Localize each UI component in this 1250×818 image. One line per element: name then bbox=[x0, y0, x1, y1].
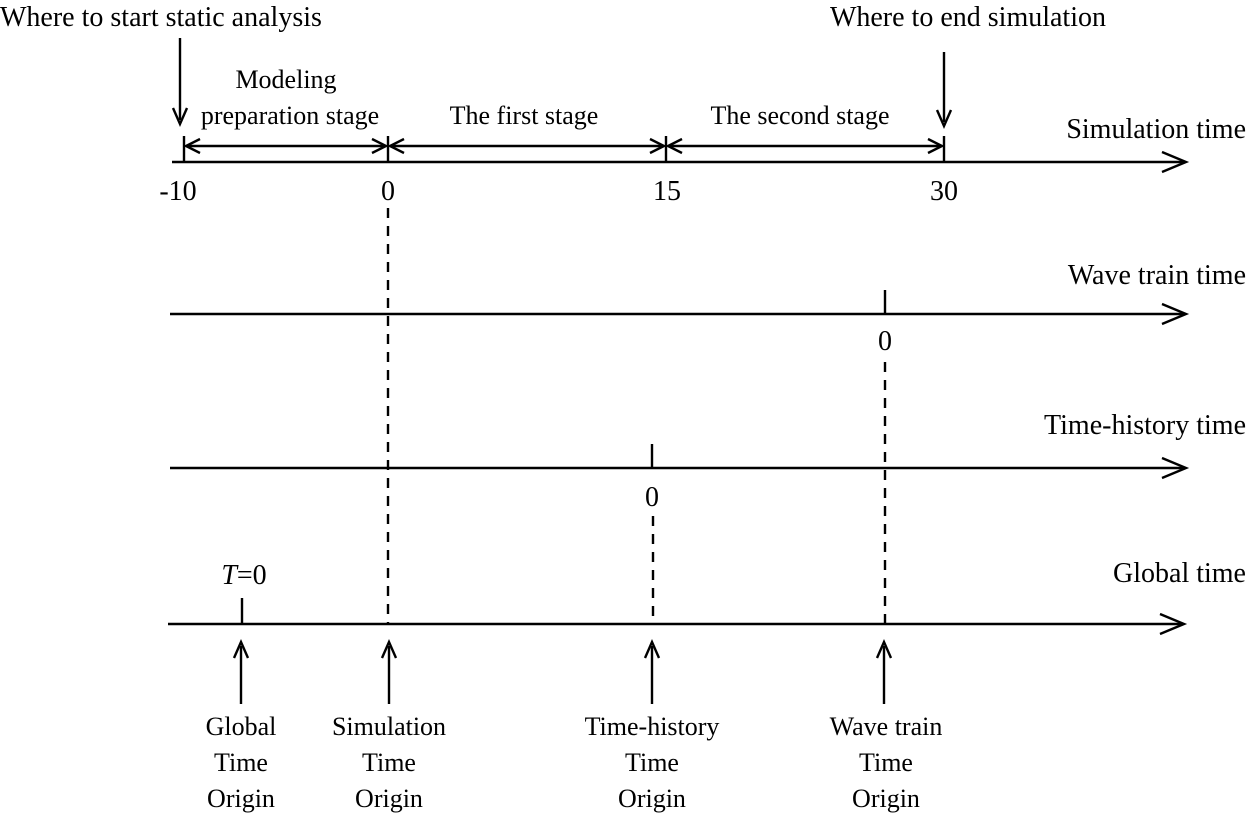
stage-second-label: The second stage bbox=[710, 101, 889, 130]
start-static-analysis-label: Where to start static analysis bbox=[0, 2, 322, 33]
sim-tick-15: 15 bbox=[653, 176, 681, 207]
simulation-origin-up-arrow bbox=[380, 639, 398, 704]
origin-line: Global bbox=[206, 712, 277, 741]
origin-line: Origin bbox=[618, 784, 686, 813]
stage-first-label: The first stage bbox=[450, 101, 599, 130]
sim-tick-minus10: -10 bbox=[159, 176, 196, 207]
origin-line: Wave train bbox=[830, 712, 943, 741]
end-down-arrow bbox=[935, 52, 953, 129]
sim-tick-0: 0 bbox=[381, 176, 395, 207]
global-t-variable: T bbox=[221, 560, 239, 591]
stage-modeling-span-arrow bbox=[183, 137, 389, 155]
origin-line: Time-history bbox=[585, 712, 720, 741]
stage-second-span-arrow bbox=[665, 137, 945, 155]
global-t-equals-zero: =0 bbox=[237, 560, 267, 591]
global-time-label: Global time bbox=[1113, 558, 1246, 589]
wave-train-time-label: Wave train time bbox=[1068, 260, 1246, 291]
sim-tick-30: 30 bbox=[930, 176, 958, 207]
origin-line: Time bbox=[859, 748, 913, 777]
wave-train-time-axis bbox=[170, 302, 1190, 326]
origin-line: Origin bbox=[207, 784, 275, 813]
wave-train-origin-up-arrow bbox=[875, 639, 893, 704]
stage-modeling-line2: preparation stage bbox=[201, 101, 379, 130]
end-simulation-label: Where to end simulation bbox=[830, 2, 1106, 33]
time-history-time-label: Time-history time bbox=[1044, 410, 1246, 441]
global-time-origin-label: Global Time Origin bbox=[206, 712, 277, 813]
origin-line: Time bbox=[214, 748, 268, 777]
origin-line: Simulation bbox=[332, 712, 446, 741]
time-history-time-axis bbox=[170, 456, 1190, 480]
global-time-axis bbox=[168, 612, 1188, 636]
time-history-origin-up-arrow bbox=[643, 639, 661, 704]
simulation-time-axis bbox=[172, 150, 1190, 174]
stage-first-span-arrow bbox=[387, 137, 667, 155]
wave-train-zero-label: 0 bbox=[878, 326, 892, 357]
origin-line: Time bbox=[362, 748, 416, 777]
origin-line: Origin bbox=[852, 784, 920, 813]
global-t-zero-label: T=0 bbox=[221, 560, 266, 591]
time-history-zero-label: 0 bbox=[645, 482, 659, 513]
time-history-time-origin-label: Time-history Time Origin bbox=[585, 712, 720, 813]
origin-line: Time bbox=[625, 748, 679, 777]
global-origin-up-arrow bbox=[232, 639, 250, 704]
stage-boundary-ticks bbox=[182, 136, 946, 162]
stage-modeling-line1: Modeling bbox=[235, 65, 336, 94]
wave-train-time-origin-label: Wave train Time Origin bbox=[830, 712, 943, 813]
origin-line: Origin bbox=[355, 784, 423, 813]
start-down-arrow bbox=[171, 38, 189, 127]
simulation-time-label: Simulation time bbox=[1066, 114, 1246, 145]
simulation-time-origin-label: Simulation Time Origin bbox=[332, 712, 446, 813]
